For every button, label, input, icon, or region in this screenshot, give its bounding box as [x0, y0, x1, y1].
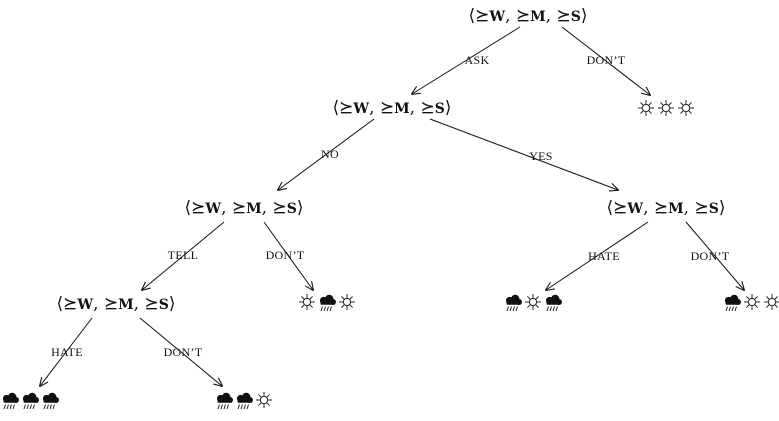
sun-icon — [763, 293, 779, 311]
edge-no-tell — [142, 221, 225, 290]
node-tell: ⟨⪰W, ⪰M, ⪰S⟩ — [56, 294, 175, 314]
rain-cloud-icon — [319, 294, 337, 312]
rain-cloud-icon — [42, 392, 60, 410]
edge-label-yes: YES — [529, 149, 553, 163]
edge-tell-dont — [139, 317, 222, 386]
outcome-tell-hate — [2, 392, 60, 410]
edge-label-ask: ASK — [465, 53, 490, 67]
sun-icon — [743, 293, 761, 311]
rain-cloud-icon — [2, 392, 20, 410]
edge-label-no: NO — [321, 147, 339, 161]
sun-icon — [637, 99, 655, 117]
svg-text:⟨⪰W, ⪰M, ⪰S⟩: ⟨⪰W, ⪰M, ⪰S⟩ — [56, 294, 175, 314]
edge-root-ask — [412, 26, 521, 94]
outcome-tell-dont — [216, 391, 273, 410]
sun-icon — [677, 99, 695, 117]
node-root: ⟨⪰W, ⪰M, ⪰S⟩ — [468, 6, 587, 26]
edge-ask-no — [278, 118, 375, 190]
rain-cloud-icon — [724, 294, 742, 312]
edge-label-tell: TELL — [168, 248, 199, 262]
sun-icon — [298, 293, 316, 311]
edge-label-root-dont: DON’T — [587, 53, 626, 67]
sun-icon — [657, 99, 675, 117]
edge-yes-dont — [685, 221, 744, 290]
rain-cloud-icon — [236, 392, 254, 410]
svg-text:⟨⪰W, ⪰M, ⪰S⟩: ⟨⪰W, ⪰M, ⪰S⟩ — [468, 6, 587, 26]
edge-label-no-dont: DON’T — [266, 248, 305, 262]
edge-ask-yes — [429, 118, 618, 190]
rain-cloud-icon — [216, 392, 234, 410]
svg-text:⟨⪰W, ⪰M, ⪰S⟩: ⟨⪰W, ⪰M, ⪰S⟩ — [184, 198, 303, 218]
svg-text:⟨⪰W, ⪰M, ⪰S⟩: ⟨⪰W, ⪰M, ⪰S⟩ — [332, 98, 451, 118]
sun-icon — [255, 391, 273, 409]
edge-root-dont — [561, 26, 650, 95]
sun-icon — [338, 293, 356, 311]
rain-cloud-icon — [505, 294, 523, 312]
edge-label-tell-hate: HATE — [51, 345, 83, 359]
sun-icon — [524, 293, 542, 311]
outcome-no-dont — [298, 293, 356, 312]
rain-cloud-icon — [22, 392, 40, 410]
svg-text:⟨⪰W, ⪰M, ⪰S⟩: ⟨⪰W, ⪰M, ⪰S⟩ — [606, 198, 725, 218]
edge-label-yes-dont: DON’T — [691, 249, 730, 263]
node-ask: ⟨⪰W, ⪰M, ⪰S⟩ — [332, 98, 451, 118]
edge-label-yes-hate: HATE — [588, 249, 620, 263]
edge-label-tell-dont: DON’T — [164, 345, 203, 359]
node-no: ⟨⪰W, ⪰M, ⪰S⟩ — [184, 198, 303, 218]
edge-tell-hate — [40, 317, 93, 386]
outcome-yes-hate — [505, 293, 563, 312]
outcome-root-dont — [637, 99, 695, 117]
node-yes: ⟨⪰W, ⪰M, ⪰S⟩ — [606, 198, 725, 218]
outcome-yes-dont — [724, 293, 779, 312]
rain-cloud-icon — [545, 294, 563, 312]
edge-no-dont — [263, 221, 313, 290]
edge-yes-hate — [546, 221, 649, 290]
